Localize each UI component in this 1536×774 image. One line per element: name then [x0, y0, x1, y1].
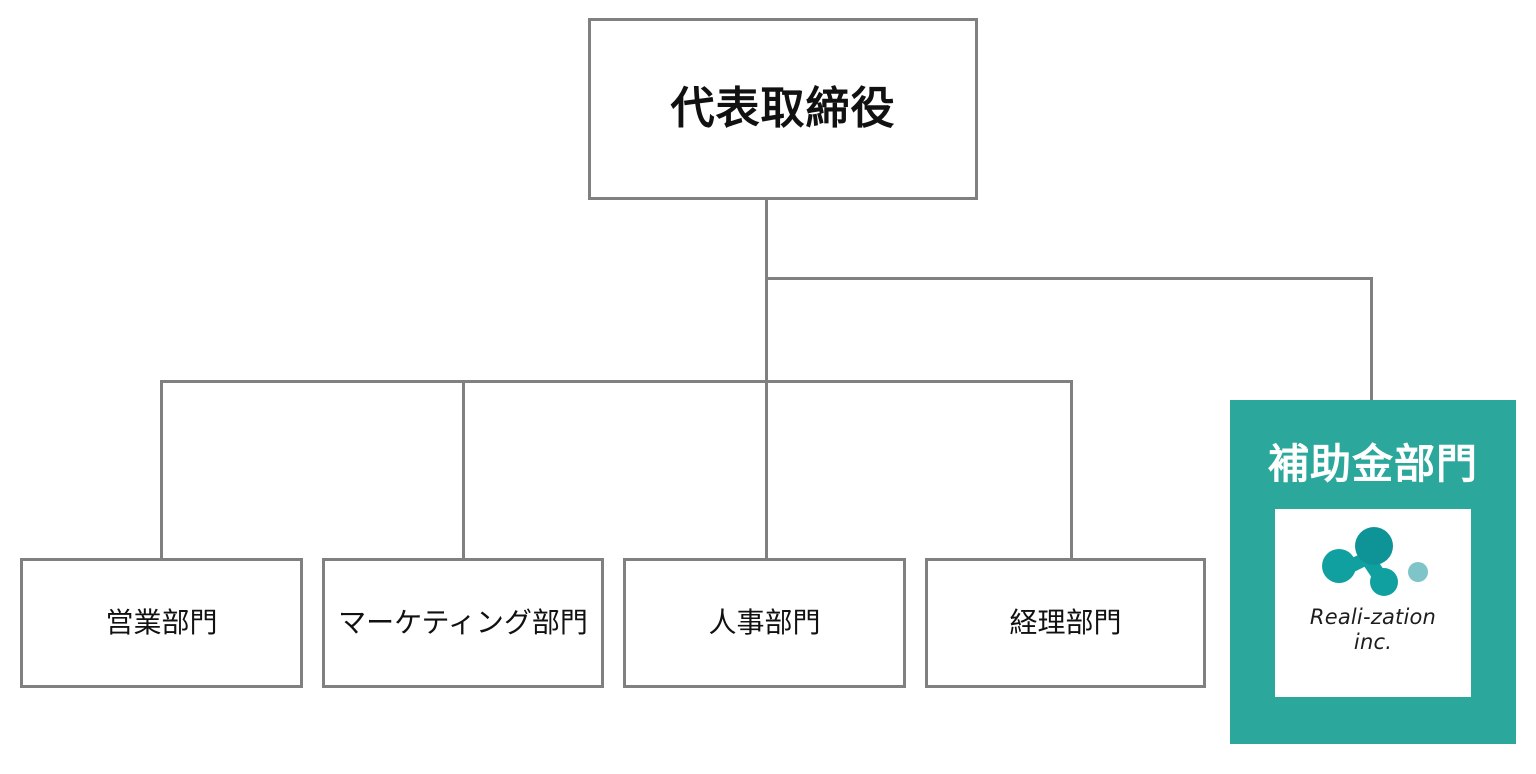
connector-root-stem — [765, 200, 768, 277]
node-department-accounting[interactable]: 経理部門 — [925, 558, 1206, 688]
connector-department-bus — [160, 380, 1073, 383]
connector-drop-dept-2 — [765, 380, 768, 558]
node-department-sales-label: 営業部門 — [105, 607, 218, 639]
node-department-subsidy-label: 補助金部門 — [1268, 441, 1478, 487]
connector-root-stem-lower — [765, 277, 768, 383]
node-representative-director[interactable]: 代表取締役 — [588, 18, 978, 200]
connector-branch-right — [765, 277, 1373, 280]
company-logo-card: Reali-zation inc. — [1275, 509, 1471, 698]
company-logo-wordmark-line2: inc. — [1353, 629, 1393, 654]
node-department-marketing[interactable]: マーケティング部門 — [322, 558, 604, 688]
connector-drop-dept-3 — [1070, 380, 1073, 558]
node-department-marketing-label: マーケティング部門 — [338, 607, 588, 639]
node-department-sales[interactable]: 営業部門 — [20, 558, 303, 688]
company-logo-wordmark-line1: Reali-zation — [1309, 605, 1437, 630]
connector-drop-dept-0 — [160, 380, 163, 558]
node-department-accounting-label: 経理部門 — [1009, 607, 1122, 639]
company-logo-wordmark: Reali-zation inc. — [1310, 605, 1436, 655]
node-representative-director-label: 代表取締役 — [670, 83, 896, 133]
molecule-logo-icon — [1322, 527, 1428, 597]
node-department-hr-label: 人事部門 — [708, 607, 821, 639]
connector-drop-dept-1 — [462, 380, 465, 558]
node-department-hr[interactable]: 人事部門 — [623, 558, 906, 688]
node-department-subsidy[interactable]: 補助金部門 Reali-zation inc. — [1230, 400, 1516, 744]
connector-drop-subsidy — [1370, 277, 1373, 400]
